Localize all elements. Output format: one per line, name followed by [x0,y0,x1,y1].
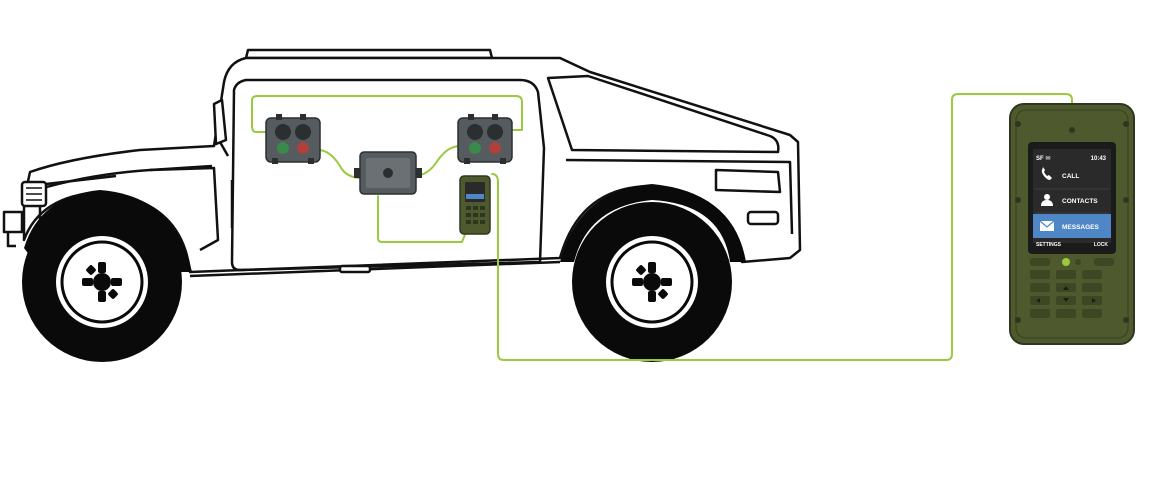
keypad-key[interactable] [1030,309,1050,318]
arrow-down-icon [1063,298,1069,302]
select-button[interactable] [1062,258,1070,266]
tail-light [746,210,780,226]
rear-fender [714,168,782,194]
keypad-key[interactable] [1082,309,1102,318]
keypad-key[interactable] [1030,283,1050,292]
keypad-arrows [1036,286,1096,303]
status-time-text: 10:43 [1091,156,1107,162]
side-mirror [212,98,228,146]
rear-wheel-well [560,184,746,262]
junction-box-left [265,114,321,164]
keypad-key[interactable] [1030,270,1050,279]
rugged-handset: SF ✉ 10:43 CALL CONTACTS MESSAGES SETTIN… [1009,103,1135,345]
softkey-settings-label: SETTINGS [1036,242,1062,248]
phone-icon [1041,167,1052,180]
arrow-up-icon [1063,286,1069,290]
grille-slats [26,187,42,201]
menu-item-messages[interactable]: MESSAGES [1062,224,1100,231]
softkey-left-button[interactable] [1030,258,1050,266]
front-wheel [22,202,182,362]
tow-hook [6,232,16,248]
envelope-icon [1039,220,1055,231]
rear-panel [565,158,794,235]
softkey-right-button[interactable] [1094,258,1114,266]
handset-top-buttons [1030,258,1114,266]
rear-wheel [572,202,732,362]
front-wheel-well [24,190,192,272]
person-icon [1041,194,1053,206]
junction-box-right [457,114,513,164]
cable-loop-top [251,95,523,133]
door-handle [338,264,372,274]
front-bumper [2,210,24,234]
softkey-lock-label: LOCK [1094,242,1109,248]
keypad-key[interactable] [1056,270,1076,279]
arrow-right-icon [1092,298,1096,303]
cable-hub-handset [377,195,467,243]
menu-item-call[interactable]: CALL [1062,173,1079,180]
arrow-left-icon [1036,298,1040,303]
side-panel [149,166,220,252]
cable-left-hub [317,149,363,179]
front-door [230,78,546,272]
handset-keypad [1030,270,1102,318]
keypad-key[interactable] [1056,309,1076,318]
mirror-arm [218,141,230,157]
keypad-key[interactable] [1082,270,1102,279]
keypad-key[interactable] [1082,283,1102,292]
central-hub [354,151,422,195]
cable-to-external [491,93,1073,361]
status-left-text: SF ✉ [1036,156,1050,162]
menu-item-contacts[interactable]: CONTACTS [1062,198,1098,205]
rear-window [546,74,780,154]
in-vehicle-handset [459,175,491,235]
